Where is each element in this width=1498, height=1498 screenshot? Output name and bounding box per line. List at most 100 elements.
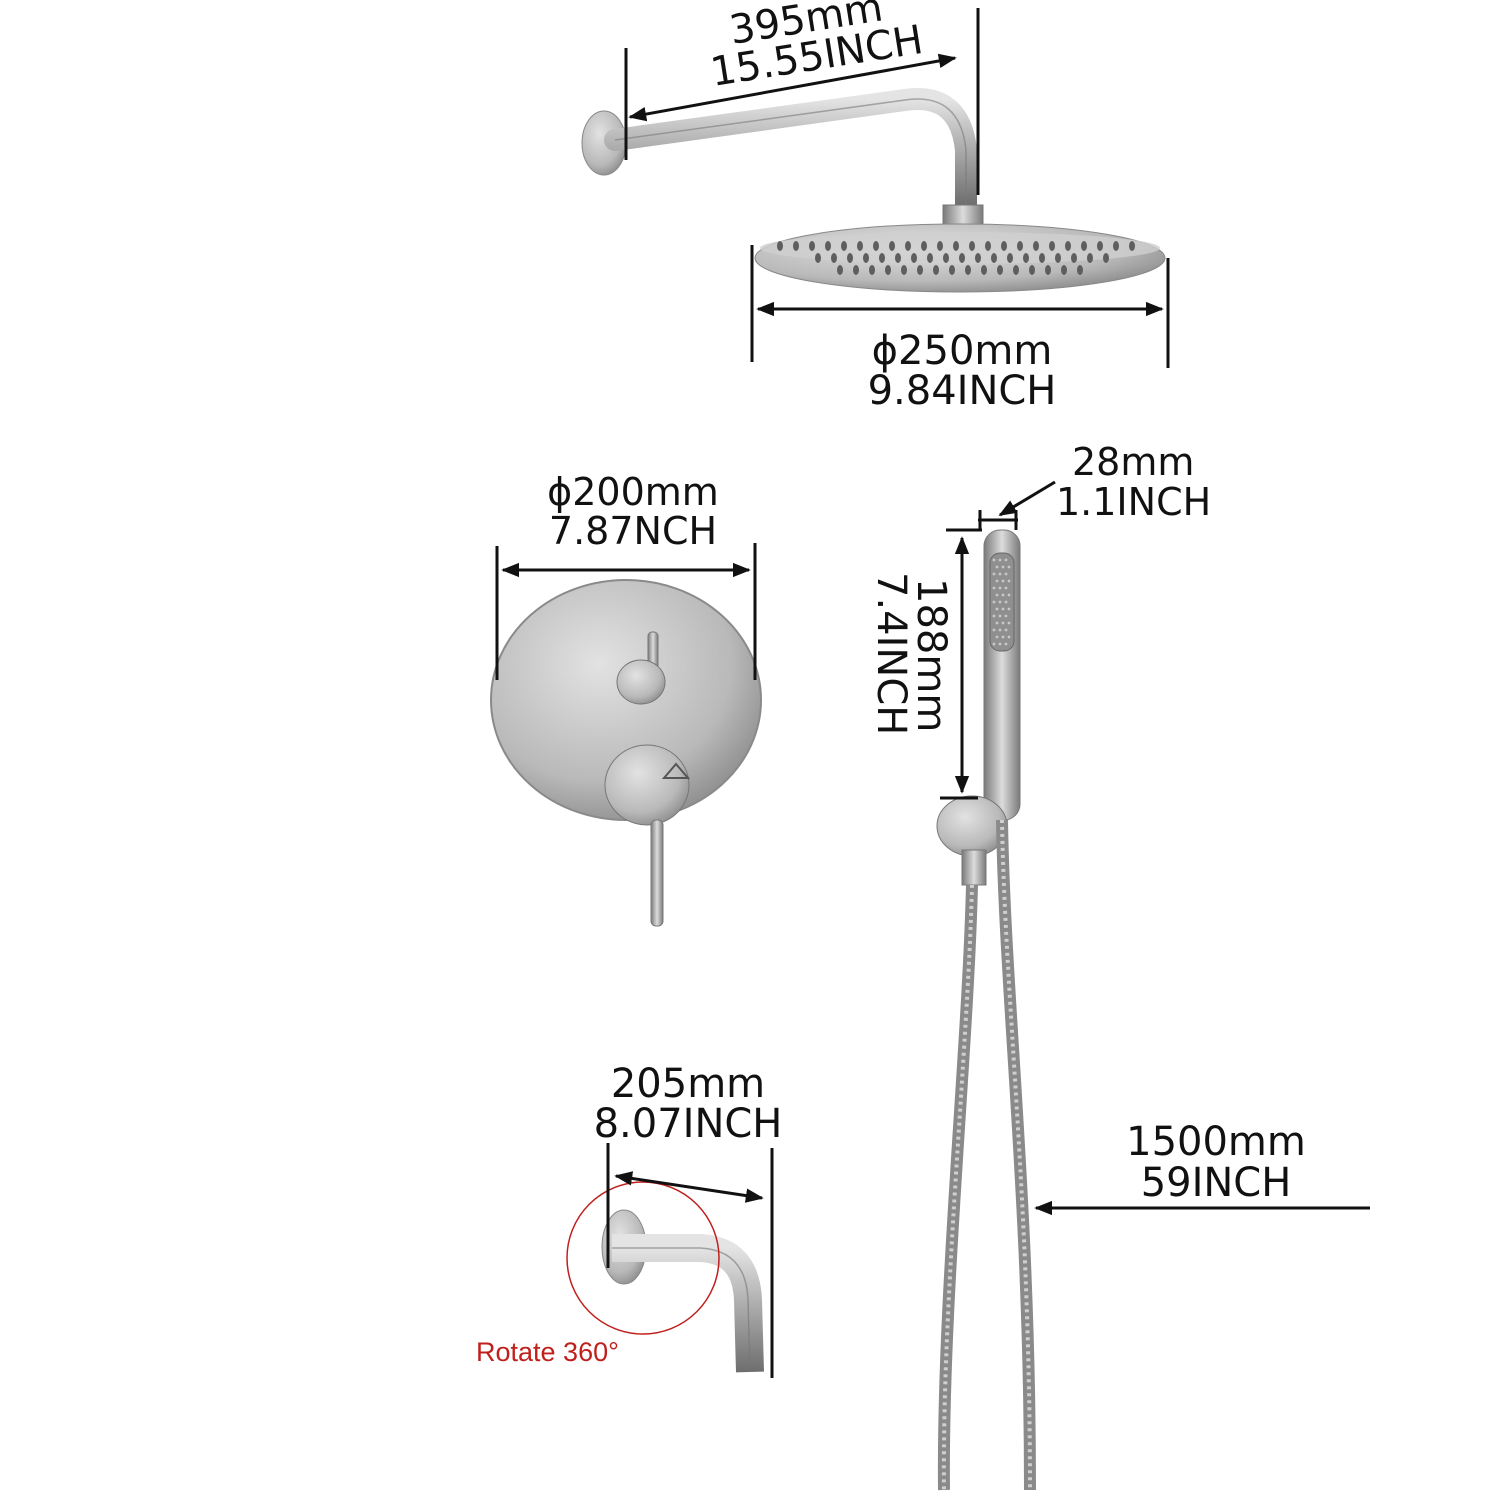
hose-metric-label: 1500mm: [1126, 1119, 1306, 1165]
grip-dot: [1007, 635, 1011, 639]
grip-dot: [1001, 607, 1005, 611]
nozzle: [1013, 265, 1019, 275]
grip-dot: [1001, 635, 1005, 639]
nozzle: [853, 265, 859, 275]
nozzle: [837, 265, 843, 275]
shower-arm: [581, 88, 984, 228]
nozzle: [841, 241, 847, 251]
nozzle: [869, 265, 875, 275]
hs-length-imperial-label: 7.4INCH: [868, 572, 914, 735]
hose-outlet: [961, 849, 987, 886]
grip-dot: [992, 614, 996, 618]
grip-texture: [992, 558, 1011, 646]
spout-metric-label: 205mm: [611, 1061, 765, 1107]
grip-dot: [1004, 642, 1008, 646]
grip-dot: [1001, 593, 1005, 597]
nozzle: [857, 241, 863, 251]
nozzle: [825, 241, 831, 251]
nozzle: [815, 253, 821, 263]
grip-dot: [1001, 621, 1005, 625]
nozzle: [901, 265, 907, 275]
grip-dot: [1004, 614, 1008, 618]
head-imperial-label: 9.84INCH: [868, 368, 1057, 414]
nozzle: [879, 253, 885, 263]
arm-dimension: 395mm 15.55INCH: [624, 0, 980, 195]
nozzle: [809, 241, 815, 251]
nozzle: [1045, 265, 1051, 275]
hs-length-metric-label: 188mm: [908, 578, 954, 732]
hand-shower: [936, 529, 1036, 1491]
nozzle: [997, 265, 1003, 275]
nozzle: [1007, 253, 1013, 263]
nozzle: [1129, 241, 1135, 251]
nozzle: [1077, 265, 1083, 275]
grip-dot: [998, 614, 1002, 618]
grip-dot: [1004, 628, 1008, 632]
nozzle: [921, 241, 927, 251]
hose: [937, 884, 978, 1491]
grip-dot: [992, 600, 996, 604]
diverter-knob: [616, 659, 666, 705]
valve-trim-plate: [490, 579, 762, 927]
hose-imperial-label: 59INCH: [1141, 1160, 1292, 1206]
nozzle: [1023, 253, 1029, 263]
arm-dim-arrow: [628, 53, 957, 122]
grip-dot: [1004, 586, 1008, 590]
nozzle: [1029, 265, 1035, 275]
valve-imperial-label: 7.87NCH: [549, 509, 717, 553]
rain-shower-head: [754, 223, 1166, 293]
spout-imperial-label: 8.07INCH: [594, 1101, 783, 1147]
grip-dot: [1004, 600, 1008, 604]
nozzle: [1065, 241, 1071, 251]
grip-dot: [998, 642, 1002, 646]
nozzle: [949, 265, 955, 275]
grip-dot: [992, 572, 996, 576]
mixer-knob: [604, 744, 690, 826]
grip-dot: [1001, 579, 1005, 583]
nozzle: [975, 253, 981, 263]
nozzle: [953, 241, 959, 251]
grip-dot: [995, 565, 999, 569]
nozzle: [969, 241, 975, 251]
nozzle: [1001, 241, 1007, 251]
nozzle: [927, 253, 933, 263]
nozzle: [1103, 253, 1109, 263]
nozzle: [991, 253, 997, 263]
nozzle: [985, 241, 991, 251]
nozzle: [1081, 241, 1087, 251]
spout-dim-arrow: [614, 1171, 764, 1203]
nozzle: [831, 253, 837, 263]
nozzle: [863, 253, 869, 263]
grip-dot: [1004, 572, 1008, 576]
hs-diameter-imperial-label: 1.1INCH: [1056, 480, 1211, 524]
mixer-lever: [650, 819, 664, 927]
nozzle: [1033, 241, 1039, 251]
grip-dot: [992, 628, 996, 632]
nozzle: [905, 241, 911, 251]
nozzle: [1049, 241, 1055, 251]
hand-shower-diameter-dimension: 28mm 1.1INCH: [978, 440, 1211, 530]
hose-dimension: 1500mm 59INCH: [1034, 1119, 1370, 1216]
brand-logo-icon: [661, 762, 691, 779]
spout-dimension: 205mm 8.07INCH: [594, 1061, 783, 1378]
grip-dot: [995, 593, 999, 597]
grip-dot: [992, 642, 996, 646]
hand-shower-length-dimension: 188mm 7.4INCH: [868, 528, 982, 800]
head-nozzles: [777, 241, 1135, 275]
nozzle: [943, 253, 949, 263]
grip-dot: [998, 586, 1002, 590]
nozzle: [847, 253, 853, 263]
grip-dot: [998, 628, 1002, 632]
grip-dot: [1007, 593, 1011, 597]
nozzle: [911, 253, 917, 263]
nozzle: [895, 253, 901, 263]
nozzle: [981, 265, 987, 275]
grip-dot: [995, 607, 999, 611]
valve-dimension: ϕ200mm 7.87NCH: [495, 470, 757, 680]
nozzle: [1061, 265, 1067, 275]
nozzle: [777, 241, 783, 251]
grip-dot: [992, 558, 996, 562]
nozzle: [937, 241, 943, 251]
head-metric-label: ϕ250mm: [872, 328, 1053, 374]
